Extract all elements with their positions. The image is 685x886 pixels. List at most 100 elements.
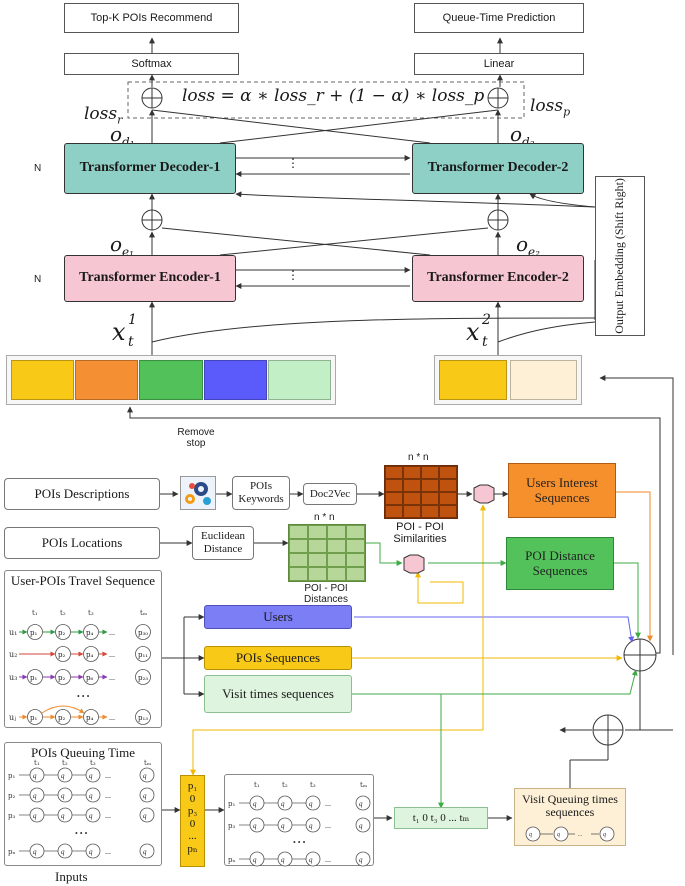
linear-box: Linear xyxy=(414,53,584,75)
poi-node xyxy=(27,709,43,725)
matrix-cell xyxy=(421,505,439,518)
user-label: u₁ xyxy=(9,628,17,637)
ellipsis: ... xyxy=(325,799,331,808)
ellipsis: ... xyxy=(105,771,111,780)
ellipsis: ... xyxy=(105,847,111,856)
combine-node-icon xyxy=(403,554,425,574)
matrix-cell xyxy=(308,539,327,553)
queue-node xyxy=(355,817,371,833)
svg-text:...: ... xyxy=(578,832,583,838)
poi-similarities-label: POI - POI Similarities xyxy=(393,521,447,546)
poi-node-label: p₂ xyxy=(58,651,65,659)
ellipsis: ... xyxy=(105,791,111,800)
ellipsis: ... xyxy=(109,650,115,659)
ellipsis: ... xyxy=(109,713,115,722)
inputs-label: Inputs xyxy=(55,869,88,884)
ellipsis: ... xyxy=(109,673,115,682)
time-step-label: t₂ xyxy=(62,759,68,767)
poi-node xyxy=(135,624,151,640)
poi-row-label: p₁ xyxy=(8,772,15,780)
loss-r-label: lossr xyxy=(84,104,123,127)
oe1-label: oe₁ xyxy=(110,232,134,259)
right-embedding-block xyxy=(439,360,507,400)
matrix-cell xyxy=(289,567,308,581)
matrix-cell xyxy=(385,505,403,518)
pois-keywords-box: POIs Keywords xyxy=(232,476,290,510)
matrix-cell xyxy=(308,567,327,581)
matrix-cell xyxy=(346,525,365,539)
queue-node xyxy=(139,843,155,859)
loss-formula: loss = α ∗ loss_r + (1 − α) ∗ loss_p xyxy=(182,86,485,106)
poi-node xyxy=(27,624,43,640)
masked-poi-value: 0 xyxy=(189,792,196,805)
matrix-cell xyxy=(327,539,346,553)
poi-node-label: p₁ xyxy=(30,674,37,682)
matrix-cell xyxy=(308,525,327,539)
queue-node-label: q xyxy=(359,822,363,830)
matrix-cell xyxy=(403,505,421,518)
softmax-box: Softmax xyxy=(64,53,239,75)
poi-row-label: pₙ xyxy=(8,848,16,856)
matrix-cell xyxy=(327,525,346,539)
poi-node xyxy=(83,624,99,640)
queue-node-label: q xyxy=(143,792,147,800)
ellipsis: ... xyxy=(105,811,111,820)
time-step-label: tₘ xyxy=(360,781,368,789)
poi-row-label: p₁ xyxy=(228,800,235,808)
queue-node xyxy=(305,817,321,833)
queue-node-label: q xyxy=(253,800,257,808)
pois-descriptions-box: POIs Descriptions xyxy=(4,478,160,510)
visit-queuing-label: Visit Queuing times sequences xyxy=(522,792,618,820)
time-step-label: tₘ xyxy=(140,609,148,617)
time-step-label: t₃ xyxy=(310,781,316,789)
matrix-size-label-2: n * n xyxy=(314,512,335,523)
poi-row-label: p₂ xyxy=(8,792,15,800)
left-embedding-block xyxy=(11,360,75,400)
loss-p-label: lossp xyxy=(530,96,571,119)
output-embedding-box: Output Embedding (Shift Right) xyxy=(595,176,645,336)
travel-sequence-title: User-POIs Travel Sequence xyxy=(10,573,156,588)
pois-locations-box: POIs Locations xyxy=(4,527,160,559)
left-embedding-block xyxy=(267,360,332,400)
pois-sequences-box: POIs Sequences xyxy=(204,646,352,670)
time-step-label: t₁ xyxy=(32,609,38,617)
poi-node xyxy=(55,624,71,640)
encoder-dots: ⋮ xyxy=(287,268,299,282)
matrix-cell xyxy=(385,479,403,492)
matrix-cell xyxy=(439,492,457,505)
matrix-cell xyxy=(308,553,327,567)
gears-icon xyxy=(180,476,216,510)
n-layers-encoder: N xyxy=(34,274,42,285)
ellipsis: ... xyxy=(109,628,115,637)
svg-text:q: q xyxy=(603,832,606,838)
oe2-label: oe₂ xyxy=(516,232,540,259)
poi-node-label: p₄ xyxy=(86,651,93,659)
queue-node-label: q xyxy=(61,772,65,780)
time-step-label: t₂ xyxy=(282,781,288,789)
queue-node-label: q xyxy=(143,848,147,856)
poi-node xyxy=(83,646,99,662)
queue-node xyxy=(139,787,155,803)
poi-node xyxy=(55,669,71,685)
poi-node-label: p₂ xyxy=(58,629,65,637)
users-interest-sequences-box: Users Interest Sequences xyxy=(508,463,616,518)
matrix-cell xyxy=(289,539,308,553)
queue-node-label: q xyxy=(61,848,65,856)
left-embedding-block xyxy=(203,360,267,400)
remove-stop-label: Remove stop xyxy=(177,427,215,449)
distance-matrix xyxy=(288,524,366,582)
time-step-label: t₃ xyxy=(90,759,96,767)
queue-node xyxy=(139,767,155,783)
matrix-cell xyxy=(385,492,403,505)
users-box: Users xyxy=(204,605,352,629)
queue-node xyxy=(305,851,321,867)
poi-node-label: p₄ xyxy=(86,714,93,722)
ellipsis: ... xyxy=(325,821,331,830)
queue-node-label: q xyxy=(61,792,65,800)
decoder-dots: ⋮ xyxy=(287,156,299,170)
queue-node-label: q xyxy=(89,772,93,780)
